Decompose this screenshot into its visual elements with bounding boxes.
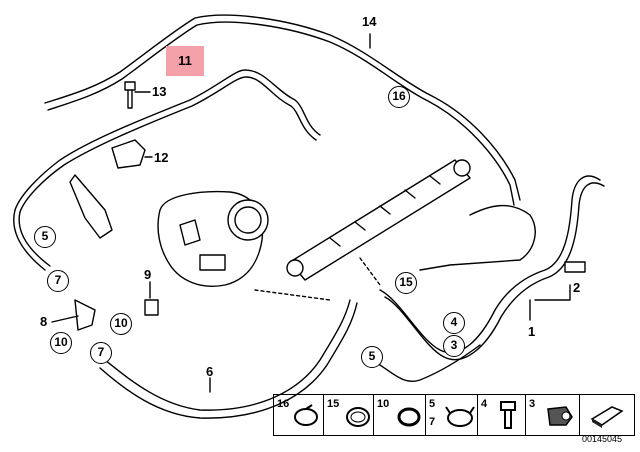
- legend-number: 10: [377, 398, 390, 410]
- legend-number: 5: [429, 398, 436, 410]
- legend-number: 4: [481, 398, 488, 410]
- part-label[interactable]: 2: [573, 280, 581, 295]
- circled-label[interactable]: 5: [34, 226, 56, 248]
- part-label[interactable]: 1: [528, 324, 536, 339]
- connector-8: [74, 299, 96, 331]
- circled-label[interactable]: 7: [90, 342, 112, 364]
- bolt-icon: [500, 401, 516, 429]
- part-label[interactable]: 14: [362, 14, 377, 29]
- hose-clamp-icon: [294, 404, 318, 426]
- circled-label[interactable]: 3: [443, 335, 465, 357]
- parts-legend: 16 15 10 5 7 4 3: [273, 394, 635, 436]
- circled-label[interactable]: 10: [110, 313, 132, 335]
- circled-label[interactable]: 16: [388, 86, 410, 108]
- sensor-2: [564, 261, 586, 273]
- fuel-line-14: [44, 14, 521, 201]
- highlighted-part-label[interactable]: 11: [166, 46, 204, 76]
- legend-number: 16: [277, 398, 290, 410]
- part-label[interactable]: 9: [144, 267, 152, 282]
- circled-label[interactable]: 4: [443, 312, 465, 334]
- fuel-line-1: [379, 175, 601, 354]
- diagram-code: 00145045: [582, 434, 623, 444]
- circled-label[interactable]: 10: [50, 332, 72, 354]
- fuel-rail: [289, 159, 471, 281]
- cap-9: [144, 299, 159, 316]
- legend-cell[interactable]: 5 7: [426, 395, 478, 435]
- bolt-13: [124, 81, 136, 109]
- legend-cell[interactable]: 3: [526, 395, 580, 435]
- injector: [69, 174, 113, 239]
- legend-cell[interactable]: [580, 395, 634, 435]
- circled-label[interactable]: 5: [361, 346, 383, 368]
- legend-cell[interactable]: 15: [324, 395, 374, 435]
- part-label[interactable]: 13: [152, 84, 167, 99]
- part-label[interactable]: 12: [154, 150, 169, 165]
- fuel-line-11: [14, 69, 321, 211]
- legend-number: 15: [327, 398, 340, 410]
- legend-number: 3: [529, 398, 536, 410]
- circled-label[interactable]: 7: [47, 270, 69, 292]
- legend-cell[interactable]: 4: [478, 395, 526, 435]
- band-clamp-icon: [445, 406, 475, 427]
- legend-number: 7: [429, 416, 436, 428]
- legend-cell[interactable]: 10: [374, 395, 426, 435]
- clip-12: [111, 139, 146, 169]
- legend-cell[interactable]: 16: [274, 395, 324, 435]
- sealing-ring-icon: [397, 407, 421, 427]
- holder-clip-icon: [547, 406, 573, 426]
- circled-label[interactable]: 15: [395, 272, 417, 294]
- spring-clamp-icon: [346, 407, 370, 427]
- part-label[interactable]: 8: [40, 314, 48, 329]
- hose-6: [104, 299, 351, 411]
- part-label[interactable]: 6: [206, 364, 214, 379]
- arrow-icon: [590, 406, 624, 428]
